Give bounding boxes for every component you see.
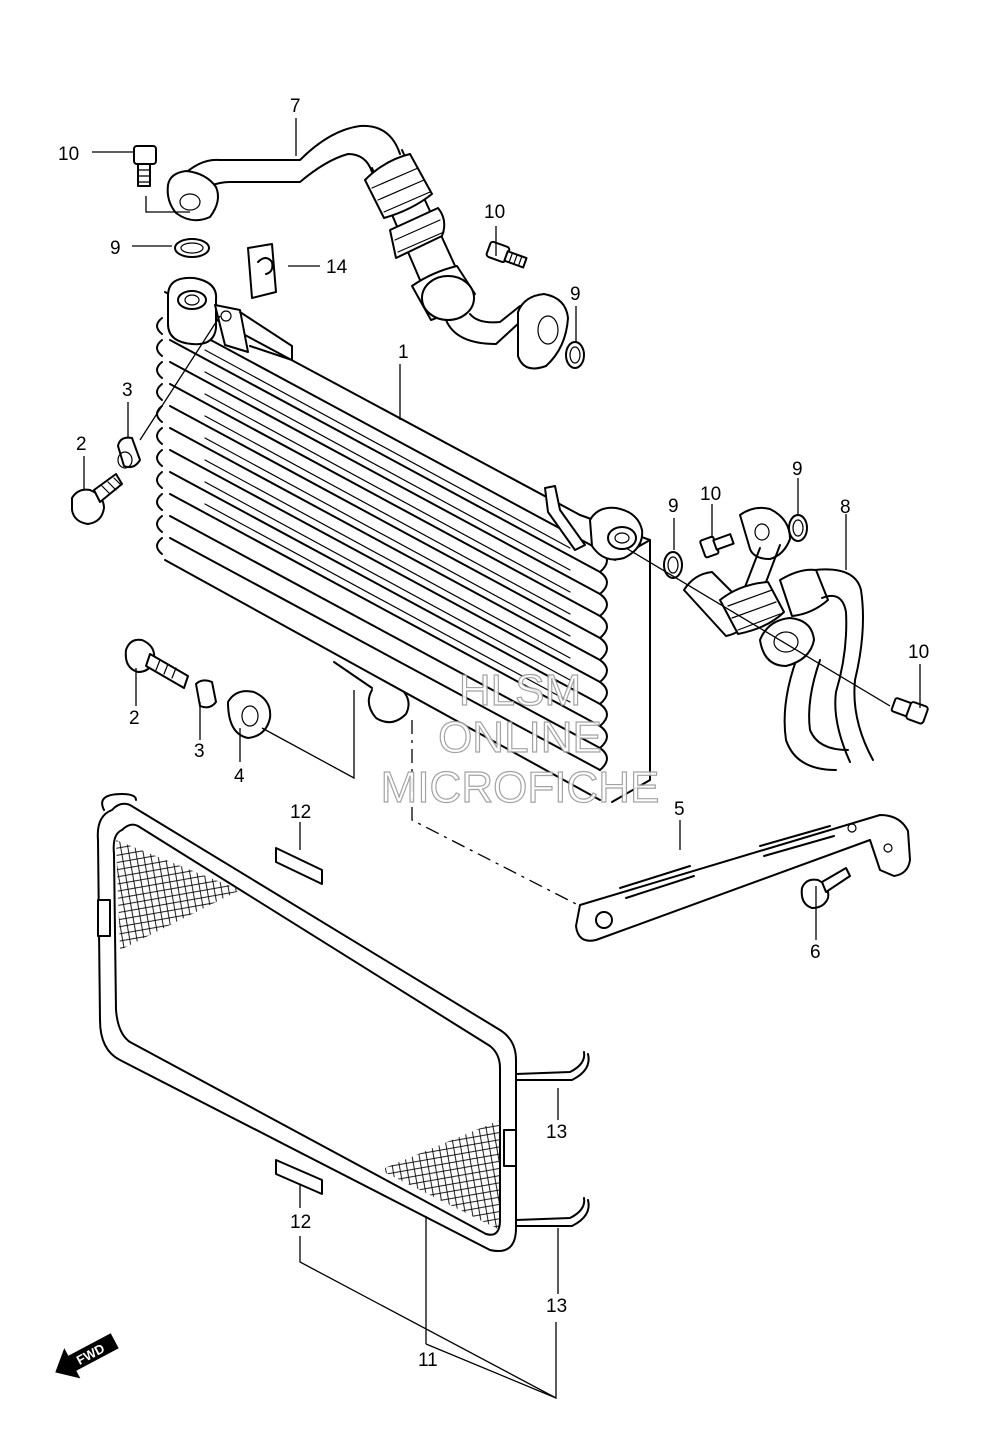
- label-1: 1: [398, 342, 409, 363]
- label-7: 7: [290, 96, 301, 117]
- label-11: 11: [418, 1350, 438, 1371]
- label-5: 5: [674, 799, 685, 820]
- watermark: HLSM ONLINE MICROFICHE: [380, 665, 660, 812]
- o-ring-9-group: [174, 238, 808, 579]
- label-10-mid: 10: [484, 202, 505, 223]
- label-3-upper: 3: [122, 380, 133, 401]
- grommet-4: [227, 690, 272, 739]
- collar-3-upper: [117, 436, 141, 469]
- label-13-upper: 13: [546, 1122, 567, 1143]
- bracket-5: [575, 814, 911, 942]
- label-9-left: 9: [110, 238, 121, 259]
- oil-hose-8: [683, 506, 874, 771]
- label-2-upper: 2: [76, 434, 87, 455]
- oil-hose-7: [166, 124, 569, 370]
- bolt-6: [800, 867, 851, 909]
- pad-12-upper: [275, 847, 323, 885]
- o-ring: [174, 238, 210, 258]
- pad-12-lower: [275, 1159, 323, 1195]
- bolt-2-upper: [71, 473, 123, 525]
- clip-13-lower: [515, 1197, 590, 1227]
- fwd-arrow: FWD: [55, 1333, 119, 1379]
- label-9-far-right: 9: [792, 459, 803, 480]
- o-ring: [663, 551, 683, 579]
- bolt-10-group: [133, 145, 929, 725]
- bolt-10-right: [699, 533, 735, 559]
- label-9-right: 9: [668, 496, 679, 517]
- label-8: 8: [840, 497, 851, 518]
- label-12-lower: 12: [290, 1212, 311, 1233]
- label-2-lower: 2: [129, 708, 140, 729]
- label-4: 4: [234, 766, 245, 787]
- label-10-right: 10: [700, 484, 721, 505]
- label-12-upper: 12: [290, 802, 311, 823]
- watermark-line-2: ONLINE: [438, 713, 602, 762]
- label-10-lower-right: 10: [908, 642, 929, 663]
- bolt-10-lower-right: [890, 697, 929, 725]
- watermark-line-1: HLSM: [459, 666, 581, 715]
- label-6: 6: [810, 942, 821, 963]
- o-ring: [565, 341, 585, 369]
- bolt-10-mid: [485, 240, 528, 269]
- bolt-2-lower: [124, 638, 189, 689]
- label-3-lower: 3: [194, 741, 205, 762]
- label-9-mid: 9: [570, 284, 581, 305]
- cooler-guard-11: [96, 793, 517, 1252]
- bolt-10-top-left: [133, 145, 157, 187]
- leader-lines: [83, 118, 921, 1400]
- part-labels: 1 2 2 3 3 4 5 6 7 8 9 9 9 9 10 10 10 10 …: [58, 96, 929, 1371]
- clip-13-upper: [515, 1051, 590, 1081]
- clamp-14: [247, 243, 277, 299]
- label-14: 14: [326, 257, 348, 278]
- watermark-line-3: MICROFICHE: [381, 763, 660, 812]
- label-13-lower: 13: [546, 1296, 567, 1317]
- oil-cooler-core: [156, 276, 651, 803]
- fwd-label: FWD: [74, 1341, 107, 1368]
- label-10-left: 10: [58, 144, 79, 165]
- o-ring: [788, 514, 808, 542]
- collar-3-lower: [195, 679, 217, 709]
